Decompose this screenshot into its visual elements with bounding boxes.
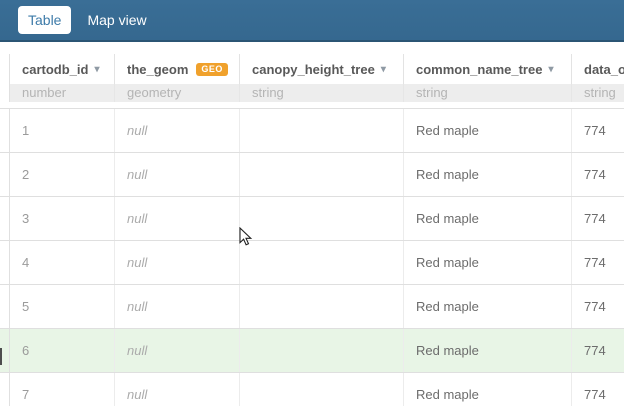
table-cell[interactable]: 2 [10, 153, 115, 196]
column-type-canopy_height_tree: string [240, 84, 404, 102]
column-type-cartodb_id: number [10, 84, 115, 102]
table-cell[interactable]: Red maple [404, 197, 572, 240]
table-cell[interactable]: null [115, 285, 240, 328]
table-cell[interactable]: null [115, 153, 240, 196]
table-cell[interactable]: null [115, 373, 240, 406]
table-cell[interactable]: 774 [572, 109, 624, 152]
table-header-row: cartodb_id ▾ the_geom GEO canopy_height_tree… [0, 54, 624, 84]
table-cell[interactable]: null [115, 197, 240, 240]
row-gutter [0, 54, 10, 84]
highlighted-row-marker [0, 348, 2, 365]
table-cell[interactable]: null [115, 109, 240, 152]
column-header-common_name_tree[interactable]: common_name_tree ▾ [404, 54, 572, 84]
table-cell[interactable]: 7 [10, 373, 115, 406]
table-cell[interactable] [240, 197, 404, 240]
table-cell[interactable]: null [115, 329, 240, 372]
column-header-the_geom[interactable]: the_geom GEO [115, 54, 240, 84]
table-cell[interactable]: 774 [572, 197, 624, 240]
table-cell[interactable]: 3 [10, 197, 115, 240]
table-cell[interactable] [240, 329, 404, 372]
column-header-data_o[interactable]: data_o [572, 54, 624, 84]
table-cell[interactable]: Red maple [404, 329, 572, 372]
table-cell[interactable]: 774 [572, 373, 624, 406]
view-tabs-bar: Table Map view [0, 0, 624, 42]
table-cell[interactable]: 774 [572, 153, 624, 196]
column-header-label: common_name_tree [416, 61, 543, 77]
table-cell[interactable]: Red maple [404, 241, 572, 284]
table-cell[interactable]: Red maple [404, 373, 572, 406]
column-header-cartodb_id[interactable]: cartodb_id ▾ [10, 54, 115, 84]
table-cell[interactable]: 1 [10, 109, 115, 152]
table-cell[interactable] [240, 109, 404, 152]
sort-chevron-down-icon[interactable]: ▾ [380, 63, 386, 75]
table-cell[interactable]: 6 [10, 329, 115, 372]
row-gutter [0, 285, 10, 328]
table-cell[interactable]: 4 [10, 241, 115, 284]
tab-table[interactable]: Table [18, 6, 72, 34]
column-header-canopy_height_tree[interactable]: canopy_height_tree ▾ [240, 54, 404, 84]
table-cell[interactable]: Red maple [404, 109, 572, 152]
table-cell[interactable] [240, 241, 404, 284]
row-gutter [0, 373, 10, 406]
table-cell[interactable]: 5 [10, 285, 115, 328]
column-header-label: canopy_height_tree [252, 61, 375, 77]
row-gutter [0, 197, 10, 240]
sort-chevron-down-icon[interactable]: ▾ [548, 63, 554, 75]
table-cell[interactable]: Red maple [404, 285, 572, 328]
table-cell[interactable]: 774 [572, 329, 624, 372]
geo-badge: GEO [196, 62, 228, 76]
tab-map-view[interactable]: Map view [87, 12, 147, 28]
table-cell[interactable] [240, 373, 404, 406]
table-cell[interactable]: 774 [572, 241, 624, 284]
table-cell[interactable]: Red maple [404, 153, 572, 196]
row-gutter [0, 329, 10, 372]
column-header-label: the_geom [127, 61, 189, 77]
row-gutter [0, 109, 10, 152]
column-type-data_o: string [572, 84, 624, 102]
row-gutter [0, 241, 10, 284]
column-type-common_name_tree: string [404, 84, 572, 102]
table-cell[interactable] [240, 153, 404, 196]
column-header-label: data_o [584, 61, 624, 77]
column-type-the_geom: geometry [115, 84, 240, 102]
sort-chevron-down-icon[interactable]: ▾ [94, 63, 100, 75]
table-cell[interactable] [240, 285, 404, 328]
table-cell[interactable]: 774 [572, 285, 624, 328]
column-header-label: cartodb_id [22, 61, 89, 77]
row-gutter [0, 84, 10, 102]
table-cell[interactable]: null [115, 241, 240, 284]
row-gutter [0, 153, 10, 196]
